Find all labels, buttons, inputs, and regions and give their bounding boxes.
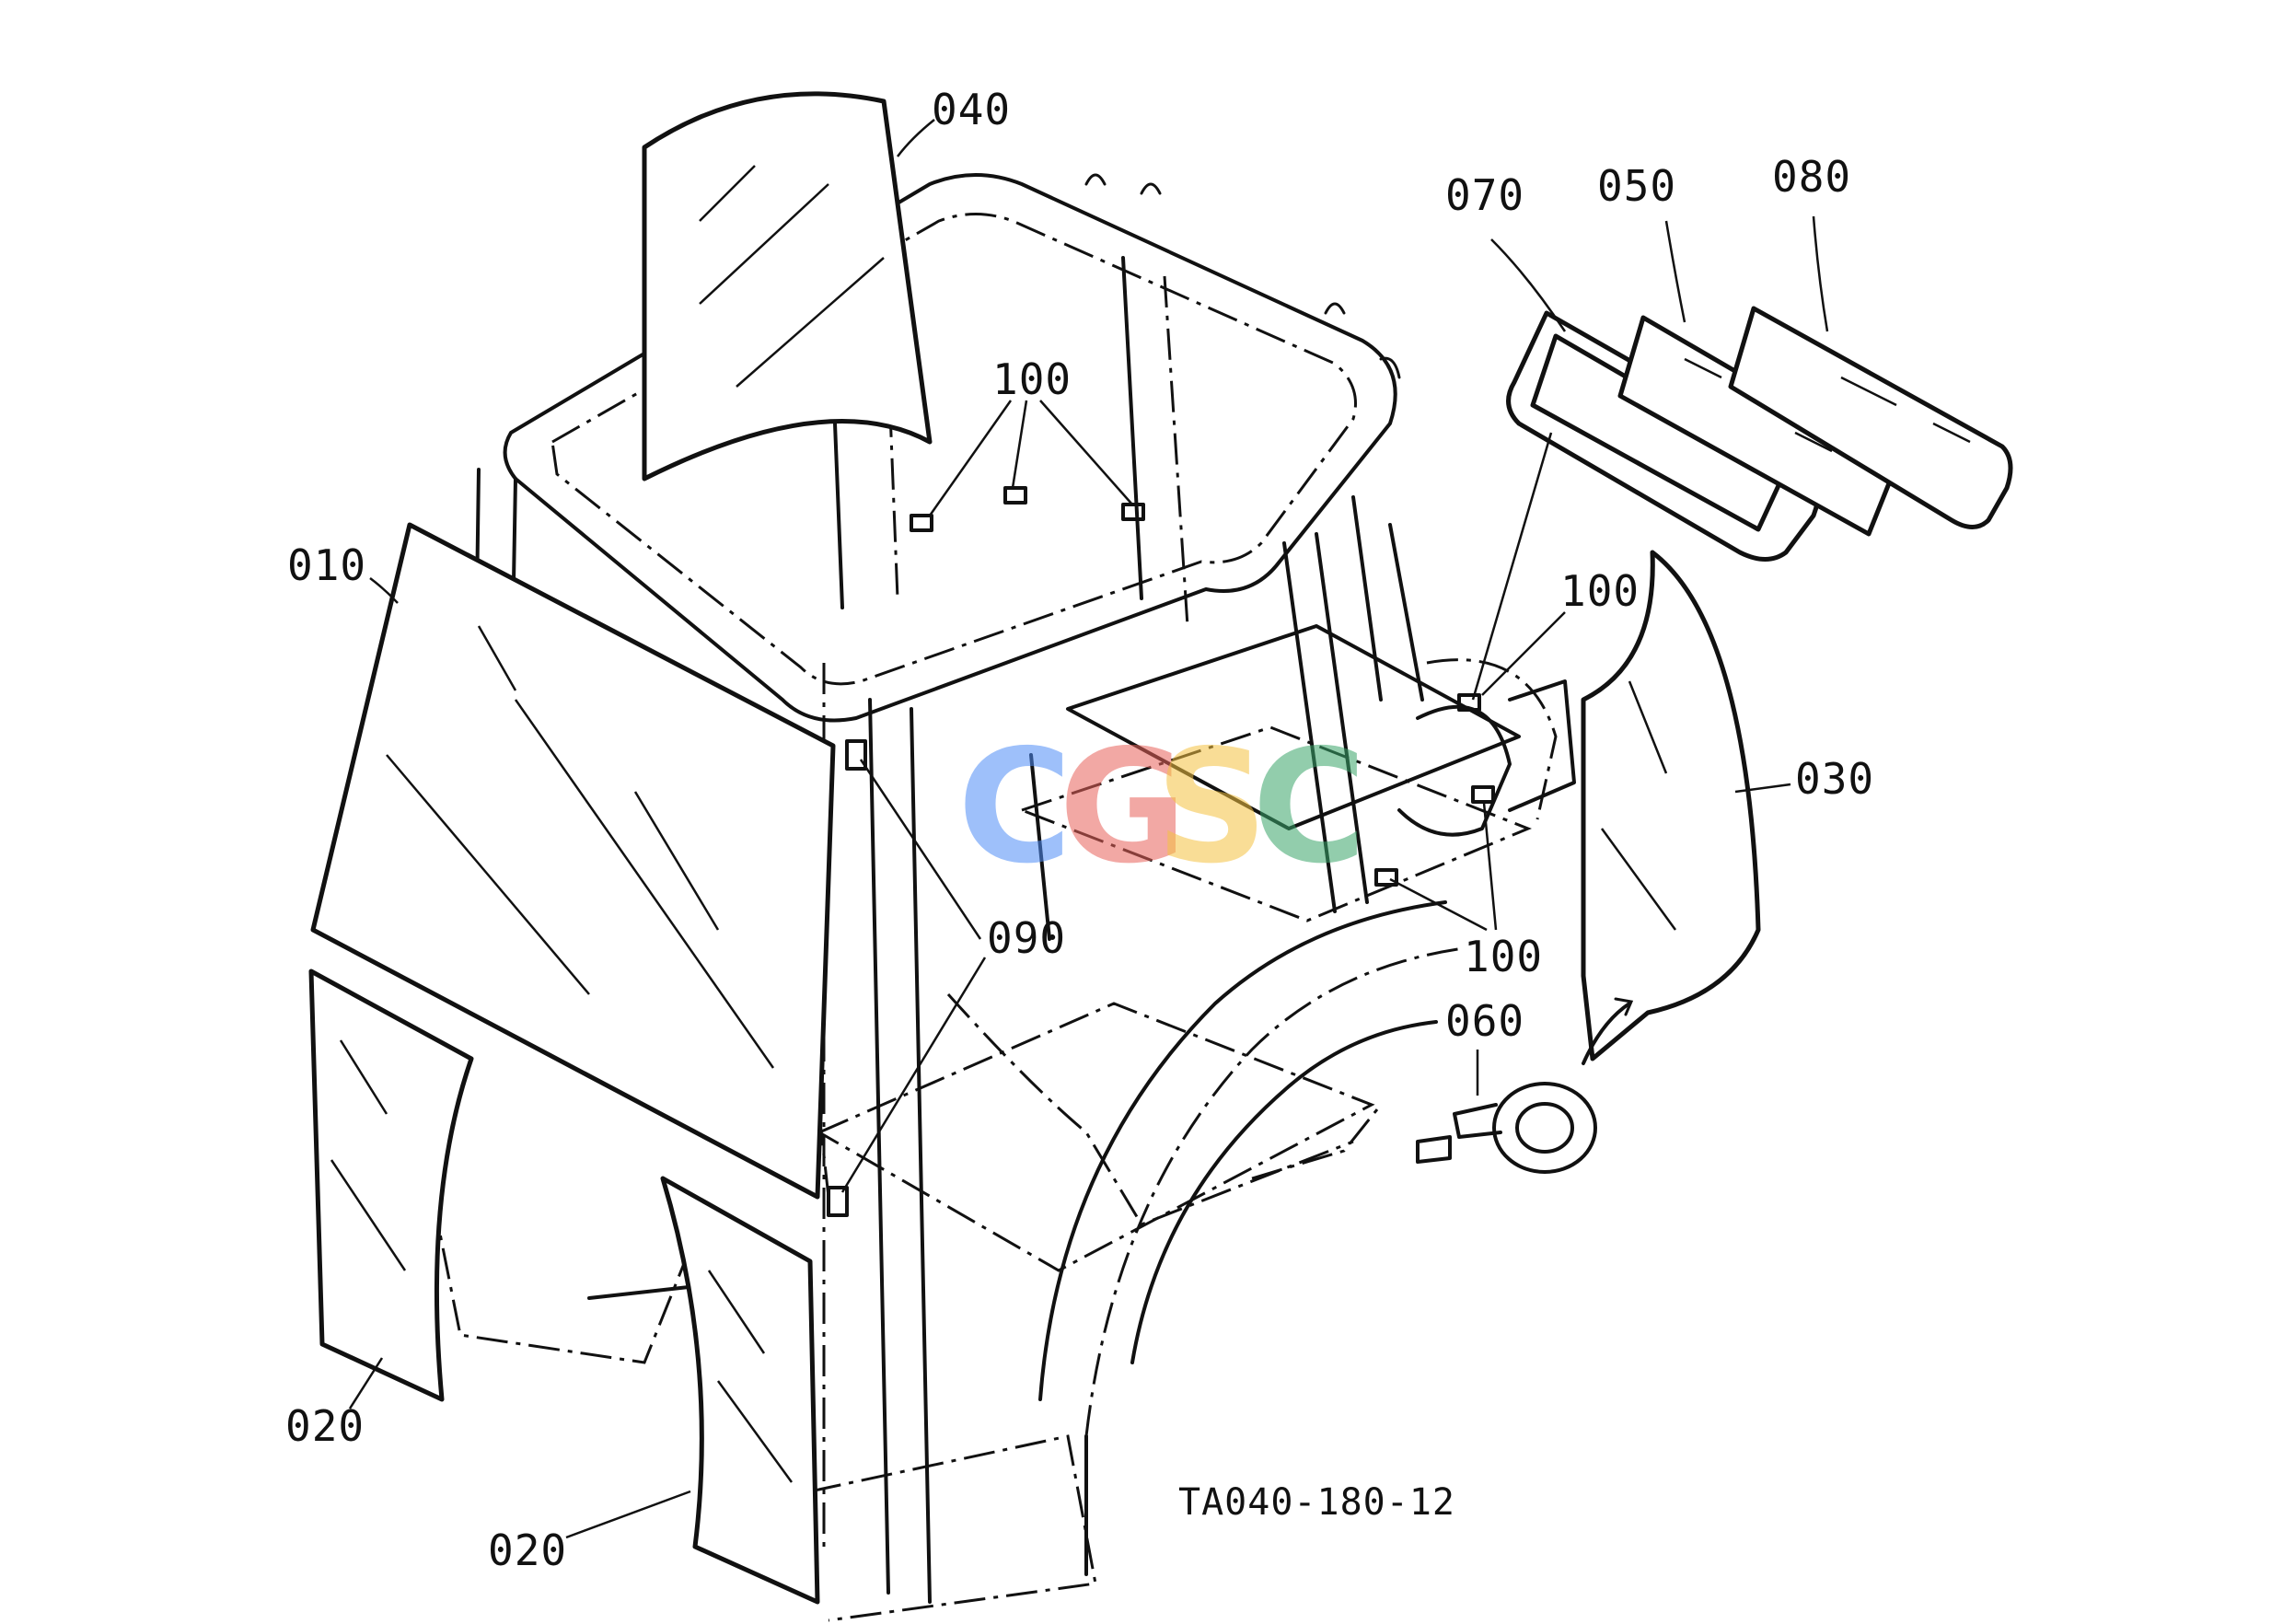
callout-labels: 040 010 100 070 050 080 100 030 090 100 … bbox=[285, 85, 1874, 1575]
callout-100-right: 100 bbox=[1560, 566, 1640, 616]
callout-050: 050 bbox=[1597, 161, 1676, 211]
figure-id: TA040-180-12 bbox=[1178, 1481, 1455, 1524]
glass-080 bbox=[1728, 306, 2013, 529]
glass-020-front-lower bbox=[660, 1176, 820, 1605]
callout-010: 010 bbox=[287, 540, 366, 590]
callout-070: 070 bbox=[1445, 170, 1524, 220]
callout-080: 080 bbox=[1772, 152, 1851, 202]
watermark: C G S C bbox=[957, 716, 1367, 899]
clips-100 bbox=[827, 486, 1495, 1217]
glass-010-front bbox=[310, 522, 836, 1200]
watermark-letter-1: C bbox=[957, 716, 1072, 899]
glass-020-left-lower bbox=[308, 969, 474, 1402]
glass-030-rear-right bbox=[1581, 550, 1761, 1061]
callout-020-left: 020 bbox=[285, 1401, 365, 1451]
callout-100-mid: 100 bbox=[1464, 932, 1543, 981]
watermark-letter-3: S bbox=[1155, 716, 1268, 899]
watermark-letter-2: G bbox=[1059, 716, 1188, 899]
callout-060: 060 bbox=[1445, 996, 1524, 1046]
weather-strip-060 bbox=[1416, 997, 1634, 1174]
callout-040: 040 bbox=[932, 85, 1011, 134]
callout-020-bottom: 020 bbox=[488, 1525, 567, 1575]
callout-090: 090 bbox=[987, 913, 1066, 963]
watermark-letter-4: C bbox=[1252, 716, 1367, 899]
callout-030: 030 bbox=[1795, 754, 1874, 804]
leader-lines bbox=[348, 119, 1829, 1539]
glass-040-rear-top bbox=[642, 91, 933, 481]
callout-100-top: 100 bbox=[992, 354, 1072, 404]
